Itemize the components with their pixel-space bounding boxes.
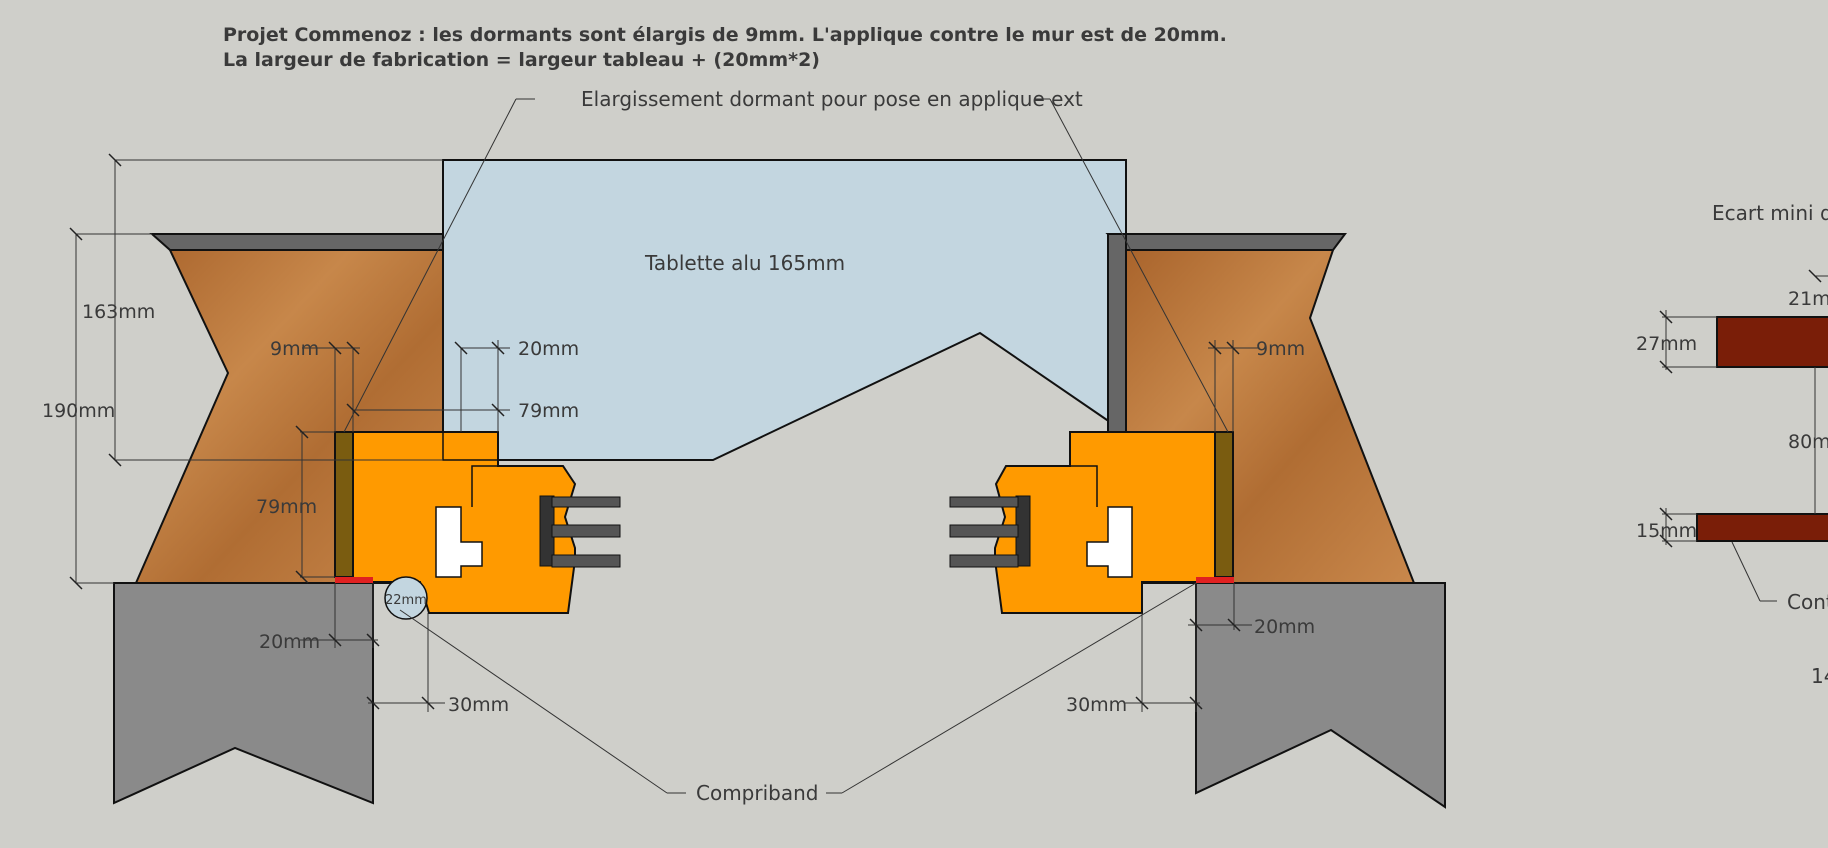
frame-cavity-right xyxy=(1086,506,1133,578)
sample-bar-top xyxy=(1716,316,1828,368)
seal-right xyxy=(1196,577,1234,583)
gasket-profile-left xyxy=(539,495,621,568)
frame-cavity-left xyxy=(435,506,483,578)
dim-21m: 21m xyxy=(1788,288,1828,310)
label-cont: Cont xyxy=(1787,590,1828,614)
frame-step-right xyxy=(1070,465,1098,507)
label-compriband: Compriband xyxy=(696,781,818,805)
dim-9mm-left: 9mm xyxy=(270,338,319,360)
dim-30mm-left: 30mm xyxy=(448,694,509,716)
lintel-strip-right xyxy=(1105,233,1347,251)
dim-190mm: 190mm xyxy=(42,400,115,422)
vertical-strip-right xyxy=(1107,233,1127,433)
label-partial-14: 14 xyxy=(1811,664,1828,688)
dimension-lines xyxy=(75,98,1828,794)
dim-79mm-horizontal: 79mm xyxy=(518,400,579,422)
dim-163mm: 163mm xyxy=(82,301,155,323)
wall-bottom-right xyxy=(1195,582,1446,809)
header-line-1: Projet Commenoz : les dormants sont élar… xyxy=(223,24,1227,46)
dim-20mm-right: 20mm xyxy=(1254,616,1315,638)
wall-bottom-left xyxy=(113,582,374,805)
frame-step-left xyxy=(442,432,499,507)
dim-22mm: 22mm xyxy=(385,593,427,608)
dim-80m: 80m xyxy=(1788,431,1828,453)
dim-20mm-top: 20mm xyxy=(518,338,579,360)
dim-15mm: 15mm xyxy=(1636,520,1697,542)
compriband-circle xyxy=(384,576,428,620)
frame-extension-left xyxy=(334,431,354,578)
gasket-profile-right xyxy=(949,495,1031,568)
dim-27mm: 27mm xyxy=(1636,333,1697,355)
lintel-strip-left xyxy=(149,233,461,251)
sample-bar-bottom xyxy=(1696,513,1828,542)
dim-30mm-right: 30mm xyxy=(1066,694,1127,716)
dim-20mm-bottom-left: 20mm xyxy=(259,631,320,653)
dim-9mm-right: 9mm xyxy=(1256,338,1305,360)
dim-79mm-vertical: 79mm xyxy=(256,496,317,518)
label-ecart: Ecart mini de xyxy=(1712,201,1828,225)
frame-extension-right xyxy=(1214,431,1234,578)
label-elargissement: Elargissement dormant pour pose en appli… xyxy=(581,87,1083,111)
tick-marks xyxy=(69,153,1822,710)
label-tablette: Tablette alu 165mm xyxy=(644,251,845,275)
header-line-2: La largeur de fabrication = largeur tabl… xyxy=(223,49,820,71)
seal-left xyxy=(335,577,373,583)
